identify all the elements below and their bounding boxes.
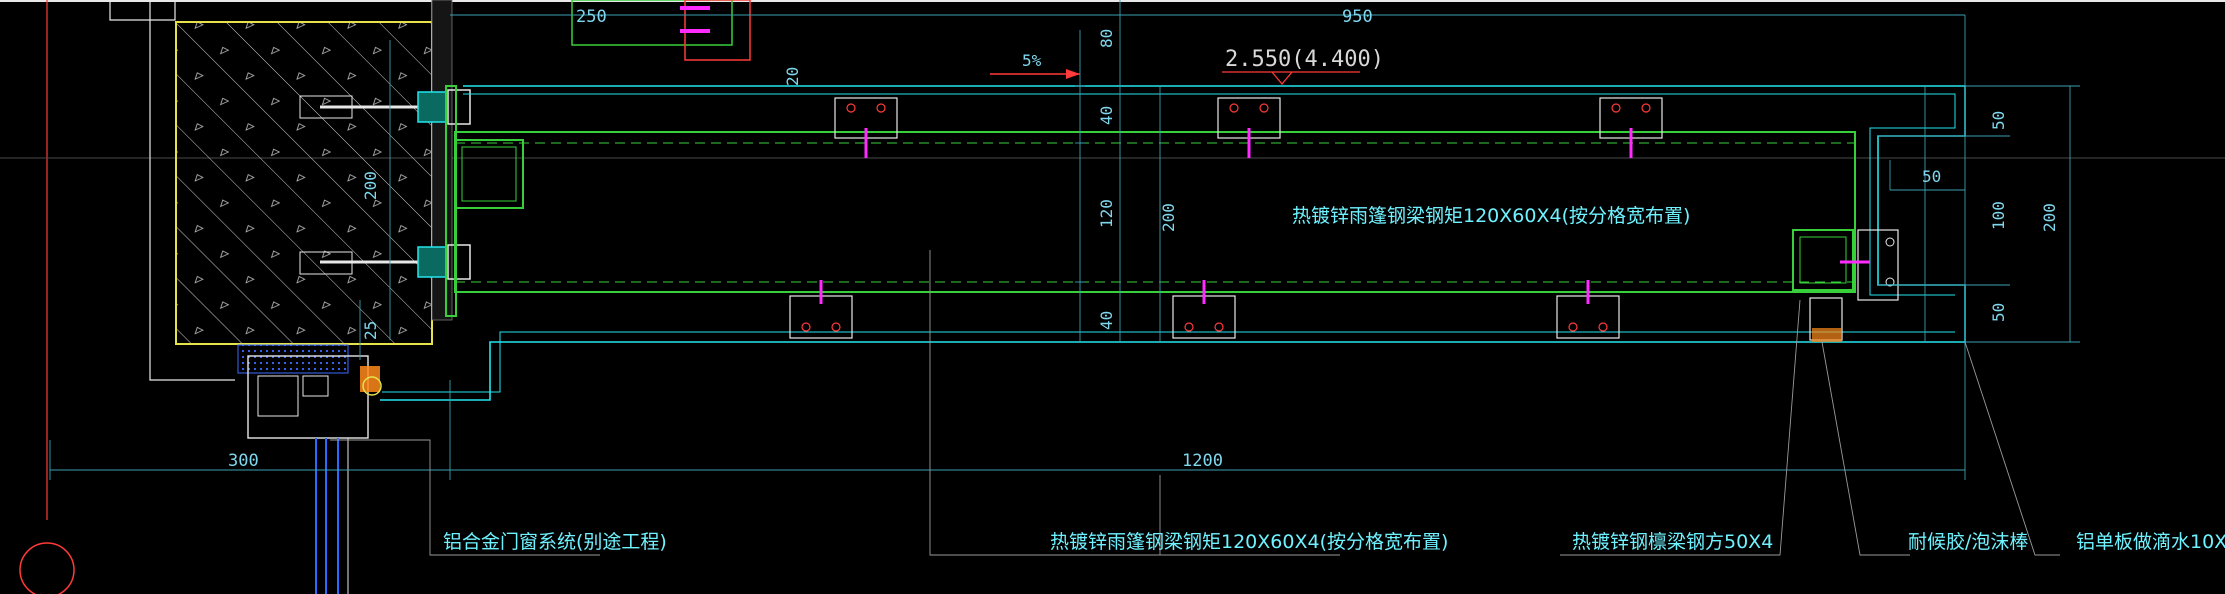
wall-square-tube-inner	[461, 146, 517, 202]
concrete-column	[175, 21, 433, 345]
note-secondary-beam: 热镀锌钢檩梁钢方50X4	[1572, 531, 1773, 553]
secondary-purlin-inner	[1799, 236, 1847, 284]
note-drip-plate: 铝单板做滴水10X10	[2076, 531, 2225, 553]
slope-arrow	[990, 69, 1080, 79]
leader-lines	[330, 250, 2060, 556]
wall-outline	[109, 0, 176, 21]
main-steel-beam	[454, 131, 1856, 293]
fastener-bottom-1	[789, 280, 853, 339]
fastener-bottom-3	[1556, 280, 1620, 339]
slope-label: 5%	[1022, 51, 1042, 70]
purlin-bracket	[1857, 229, 1899, 301]
window-sealant	[360, 366, 380, 392]
dim-300: 300	[228, 451, 259, 471]
fastener-top-3	[1599, 97, 1663, 158]
canopy-bottom-skin-inner	[382, 331, 1955, 393]
secondary-purlin	[1792, 229, 1854, 291]
dim-50-bottom: 50	[1989, 303, 2008, 322]
grid-axis-bubble	[19, 542, 75, 594]
fastener-bottom-2	[1172, 280, 1236, 339]
window-frame	[247, 355, 369, 439]
dim-200-total: 200	[2040, 203, 2059, 232]
wall-outline-left	[149, 0, 235, 381]
window-seal-ring	[362, 376, 382, 396]
note-main-beam-inside: 热镀锌雨篷钢梁钢矩120X60X4(按分格宽布置)	[1292, 205, 1690, 227]
top-bracket	[571, 0, 733, 46]
elevation-triangle	[1271, 71, 1293, 86]
dim-100: 100	[1989, 201, 2008, 230]
anchor-bolt-bottom	[299, 244, 471, 280]
dim-1200: 1200	[1182, 451, 1223, 471]
dim-50-inner: 50	[1922, 167, 1941, 186]
dim-250: 250	[576, 7, 607, 27]
anchor-bolt-top	[299, 89, 471, 125]
fastener-top-1	[834, 97, 898, 158]
canopy-top-skin-inner	[463, 93, 1956, 296]
dim-25: 25	[361, 321, 380, 340]
window-frame-inner	[257, 375, 299, 417]
note-aluminum-window: 铝合金门窗系统(别途工程)	[443, 531, 667, 553]
canopy-bottom-skin	[380, 341, 1965, 401]
dim-200-wall: 200	[361, 171, 380, 200]
purlin-bracket-bolt-1	[1885, 237, 1895, 247]
dim-80: 80	[1097, 29, 1116, 48]
purlin-bracket-bolt-2	[1885, 277, 1895, 287]
dim-120: 120	[1097, 199, 1116, 228]
dim-950: 950	[1342, 7, 1373, 27]
fastener-top-2	[1217, 97, 1281, 158]
dim-20: 20	[783, 67, 802, 86]
note-main-beam-leader: 热镀锌雨篷钢梁钢矩120X60X4(按分格宽布置)	[1050, 531, 1448, 553]
elevation-label: 2.550(4.400)	[1225, 47, 1384, 72]
window-insulation	[237, 344, 349, 374]
window-frame-inner2	[302, 375, 329, 397]
dim-200-mid: 200	[1159, 203, 1178, 232]
dimension-lines	[49, 0, 2080, 480]
dim-40-top: 40	[1097, 106, 1116, 125]
dim-40-bottom: 40	[1097, 311, 1116, 330]
drip-sealant	[1812, 328, 1842, 342]
note-sealant: 耐候胶/泡沫棒	[1908, 531, 2028, 553]
dim-50-top: 50	[1989, 111, 2008, 130]
